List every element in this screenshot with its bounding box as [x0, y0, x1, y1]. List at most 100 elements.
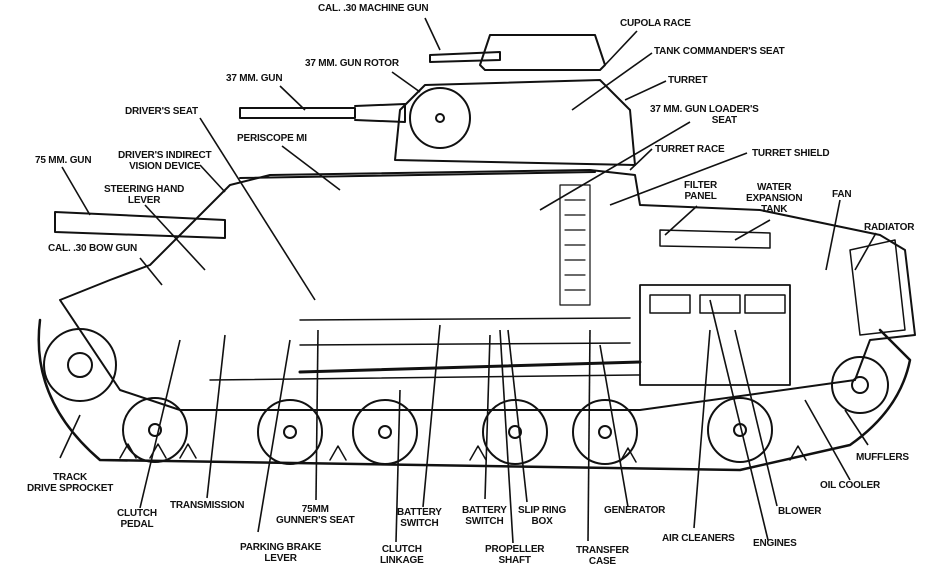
label-cupola-race: CUPOLA RACE [620, 18, 691, 29]
hull-deck [239, 171, 596, 179]
label-line: SLIP RING [518, 505, 567, 516]
label-turret: TURRET [668, 75, 708, 86]
label-line: SWITCH [465, 516, 504, 527]
label-line: MUFFLERS [856, 452, 909, 463]
label-line: 37 MM. GUN LOADER'S [650, 104, 759, 115]
label-line: CLUTCH [381, 544, 422, 555]
label-line: TURRET [668, 75, 708, 86]
label-line: DRIVE SPROCKET [27, 483, 114, 494]
label-line: LEVER [264, 553, 297, 564]
label-line: BLOWER [778, 506, 822, 517]
label-line: BOX [531, 516, 553, 527]
label-line: STEERING HAND [104, 184, 185, 195]
label-mufflers: MUFFLERS [856, 452, 909, 463]
label-line: CAL. .30 BOW GUN [48, 243, 138, 254]
label-line: ENGINES [753, 538, 797, 549]
label-line: CLUTCH [117, 508, 157, 519]
label-line: 75 MM. GUN [35, 155, 92, 166]
label-gun-rotor-37mm: 37 MM. GUN ROTOR [305, 58, 399, 69]
label-line: PERISCOPE MI [237, 133, 307, 144]
label-turret-race: TURRET RACE [655, 144, 725, 155]
label-line: TURRET SHIELD [752, 148, 830, 159]
label-oil-cooler: OIL COOLER [820, 480, 880, 491]
label-line: 37 MM. GUN [226, 73, 283, 84]
label-line: PEDAL [120, 519, 154, 530]
label-tank-commanders-seat: TANK COMMANDER'S SEAT [654, 46, 785, 57]
label-line: VISION DEVICE [129, 161, 201, 172]
label-line: SEAT [711, 115, 737, 126]
label-turret-shield: TURRET SHIELD [752, 148, 830, 159]
label-line: FILTER [684, 180, 718, 191]
gun-75mm-barrel [54, 211, 226, 239]
label-line: LEVER [127, 195, 161, 206]
label-air-cleaners: AIR CLEANERS [662, 533, 735, 544]
track-outline [37, 318, 912, 472]
label-line: SWITCH [400, 518, 439, 529]
label-line: WATER [756, 182, 792, 193]
road-wheel [707, 397, 773, 463]
water-tank [659, 229, 771, 249]
leader-lines [59, 17, 877, 544]
label-gun-37mm: 37 MM. GUN [226, 73, 283, 84]
propeller-shaft [298, 360, 642, 374]
label-line: CASE [588, 556, 616, 567]
label-periscope-m1: PERISCOPE MI [237, 133, 307, 144]
label-line: DRIVER'S INDIRECT [118, 150, 212, 161]
label-gun-75mm: 75 MM. GUN [35, 155, 92, 166]
label-line: GUNNER'S SEAT [276, 515, 355, 526]
label-engines: ENGINES [753, 538, 797, 549]
label-line: DRIVER'S SEAT [125, 106, 198, 117]
label-line: AIR CLEANERS [662, 533, 735, 544]
label-generator: GENERATOR [604, 505, 665, 516]
label-line: PARKING BRAKE [240, 542, 322, 553]
label-line: BATTERY [462, 505, 507, 516]
label-fan: FAN [832, 189, 852, 200]
label-line: TANK [761, 204, 788, 215]
label-line: EXPANSION [746, 193, 803, 204]
label-line: TURRET RACE [655, 144, 725, 155]
label-cal30-bow-gun: CAL. .30 BOW GUN [48, 243, 137, 254]
road-wheel [572, 399, 638, 465]
road-wheel [352, 399, 418, 465]
ammo-rack [559, 184, 591, 306]
label-line: PROPELLER [485, 544, 545, 555]
label-line: CAL. .30 MACHINE GUN [318, 3, 429, 14]
label-line: RADIATOR [864, 222, 915, 233]
label-transmission: TRANSMISSION [170, 500, 244, 511]
gun-rotor-circle [409, 87, 471, 149]
engine-block [639, 284, 791, 386]
label-drivers-seat: DRIVER'S SEAT [125, 106, 198, 117]
label-radiator: RADIATOR [864, 222, 914, 233]
label-line: GENERATOR [604, 505, 666, 516]
label-line: 37 MM. GUN ROTOR [305, 58, 399, 69]
label-line: OIL COOLER [820, 480, 881, 491]
label-line: CUPOLA RACE [620, 18, 691, 29]
idler-wheel [831, 356, 889, 414]
gun-37mm-barrel [239, 103, 406, 123]
label-line: PANEL [684, 191, 717, 202]
road-wheel [257, 399, 323, 465]
mg-barrel [429, 51, 501, 63]
drive-sprocket [43, 328, 117, 402]
road-wheel [122, 397, 188, 463]
label-line: 75MM [301, 504, 329, 515]
label-line: TRANSFER [576, 545, 629, 556]
label-cal30-machine-gun: CAL. .30 MACHINE GUN [318, 3, 429, 14]
track-teeth [119, 443, 807, 463]
